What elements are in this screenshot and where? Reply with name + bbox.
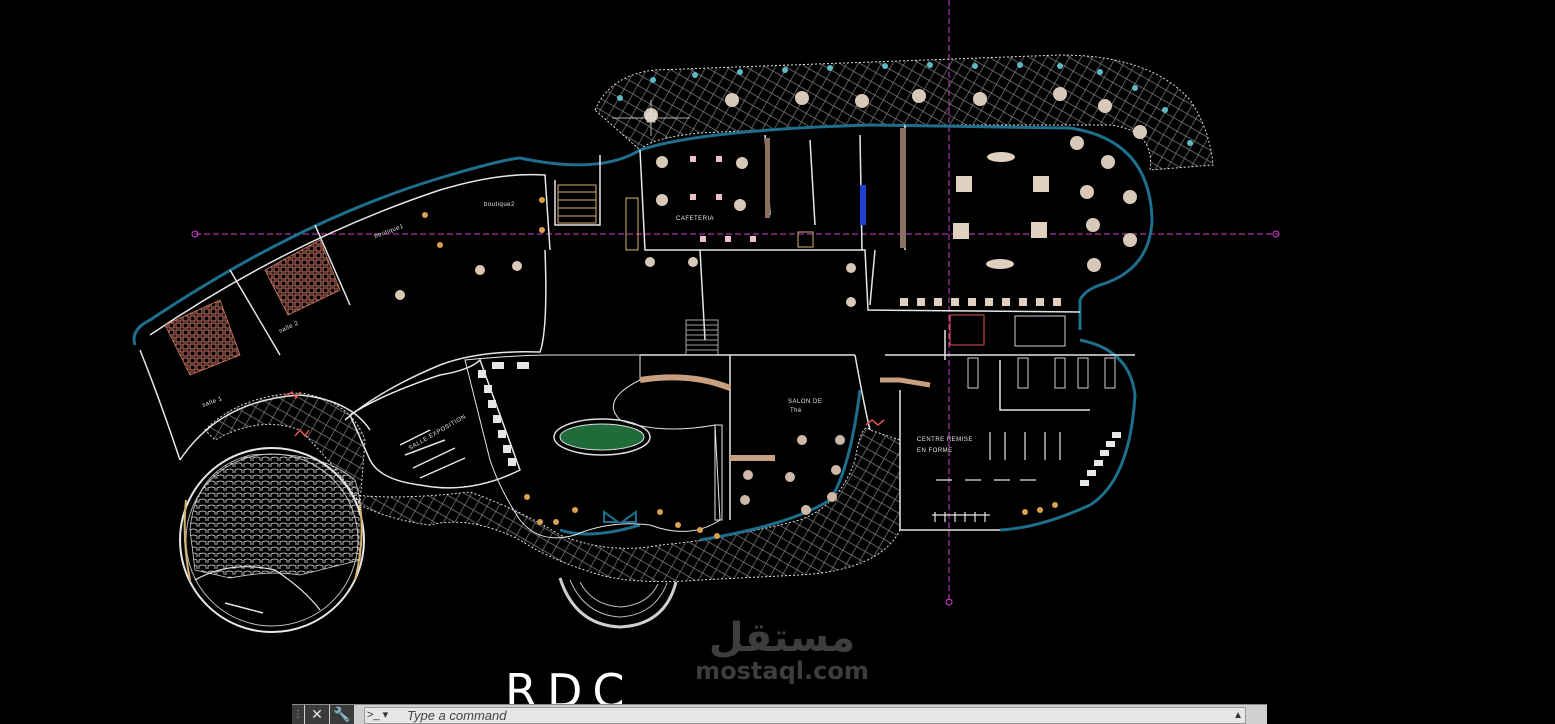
command-input-box[interactable]: >_ ▾ ▲	[364, 707, 1246, 724]
crosshair-icon	[612, 100, 690, 136]
gym-bikes	[1080, 432, 1121, 486]
restaurant-bar-stools	[900, 298, 1061, 306]
gym-stools	[1022, 502, 1058, 515]
command-input[interactable]	[407, 708, 1227, 723]
atrium-benches	[478, 362, 723, 521]
salon-tables	[740, 435, 845, 515]
gym-equipment	[932, 432, 1061, 522]
label-salon-line2: Thé	[790, 408, 802, 414]
kitchen-area	[949, 314, 985, 346]
customize-command-line-button[interactable]: 🔧	[330, 705, 354, 724]
exposition-panels	[399, 429, 466, 479]
label-salle-exposition: SALLE EXPOSITION	[408, 414, 467, 452]
terrace-tables	[644, 87, 1147, 272]
label-salle1: salle 1	[202, 396, 224, 409]
close-command-line-button[interactable]: ✕	[305, 705, 329, 724]
terrace-chairs	[617, 62, 1193, 146]
watermark-latin: mostaql.com	[695, 657, 869, 685]
blue-display	[860, 185, 866, 225]
watermark-arabic: مستقل	[708, 615, 856, 661]
bottom-stairs	[558, 577, 678, 629]
close-icon: ✕	[311, 706, 323, 722]
bottom-terrace	[354, 427, 901, 583]
exposition-wall	[349, 358, 521, 489]
service-area	[1014, 315, 1066, 347]
bar-counter	[639, 374, 732, 391]
label-centre-line1: CENTRE REMISE	[917, 437, 973, 443]
salon-counter	[730, 455, 775, 461]
cafeteria-small-tables	[690, 156, 756, 242]
label-cafeteria: CAFETERIA	[676, 216, 714, 222]
entrance-door	[603, 510, 637, 523]
label-centre-line2: EN FORME	[917, 448, 953, 454]
partition	[900, 128, 906, 248]
fountain	[553, 418, 651, 456]
history-up-icon[interactable]: ▲	[1233, 710, 1243, 721]
label-salon-line1: SALON DE	[788, 399, 822, 405]
drag-handle-icon[interactable]: ⋮	[292, 705, 304, 724]
axis-marker	[945, 598, 953, 606]
central-stairs	[685, 319, 719, 356]
door-marks	[285, 390, 885, 438]
label-salle2: salle 2	[278, 320, 300, 334]
entrance-stairs	[557, 184, 814, 251]
amphitheater	[179, 447, 365, 633]
watermark: مستقل mostaql.com	[682, 618, 882, 684]
top-terrace	[594, 54, 1214, 171]
command-prompt-icon[interactable]: >_ ▾	[367, 709, 389, 721]
label-boutique1: boutique1	[374, 224, 405, 240]
axis-marker	[1272, 230, 1280, 238]
wrench-icon: 🔧	[333, 706, 351, 722]
seating-blocks	[164, 239, 341, 376]
cafeteria-tables	[395, 156, 856, 307]
toilets	[967, 357, 1116, 389]
command-line-bar: ⋮ ✕ 🔧 >_ ▾ ▲	[292, 704, 1267, 724]
axis-marker	[191, 230, 199, 238]
atrium-seats	[422, 197, 720, 539]
left-terrace	[204, 392, 366, 507]
label-boutique2: boutique2	[484, 202, 515, 208]
restaurant-tables	[953, 152, 1049, 269]
